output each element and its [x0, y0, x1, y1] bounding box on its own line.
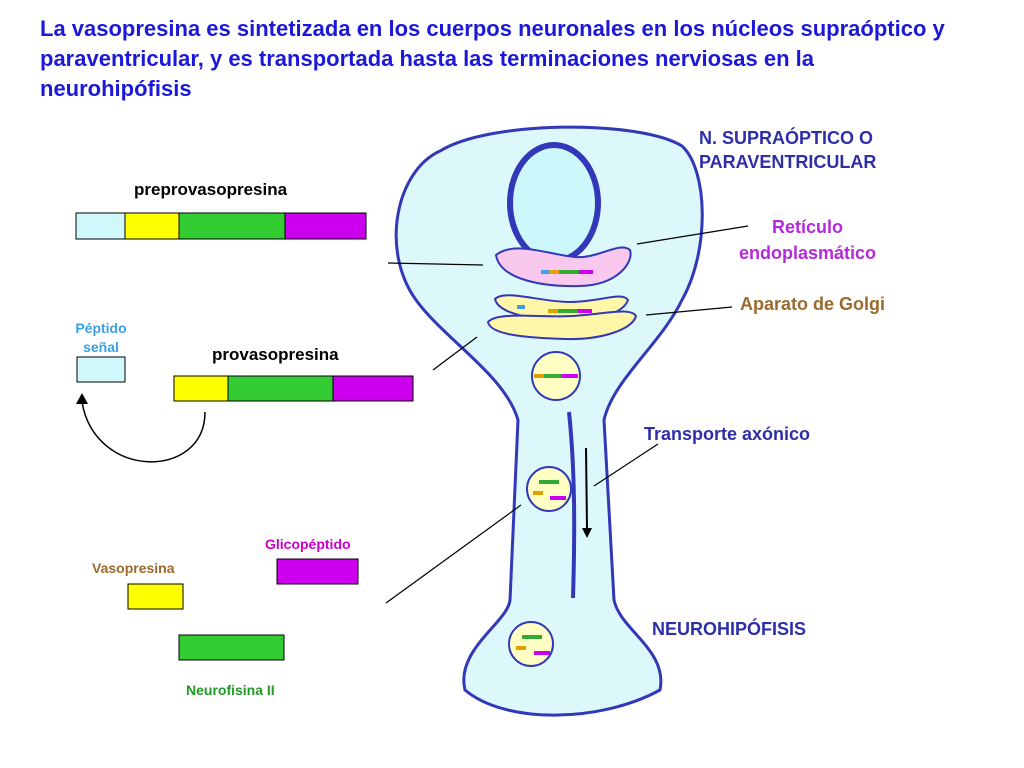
golgi-leader-line	[645, 306, 733, 316]
glycopeptide-label: Glicopéptido	[265, 536, 351, 552]
transport-arrow-line	[585, 447, 588, 529]
er-vasopressin-segment	[549, 270, 559, 274]
vesicle-2-neurophysin	[539, 480, 559, 484]
provasopressin-neurophysin-segment	[227, 375, 334, 402]
cleaved-products-leader-line	[385, 504, 522, 604]
leader-lines	[385, 225, 749, 604]
er-protein-segments	[541, 270, 593, 274]
provasopressin-glycopeptide-segment	[332, 375, 414, 402]
er-label-line-1: Retículo	[771, 217, 843, 237]
golgi-vasopressin-segment	[548, 309, 558, 313]
preprovasopressin-neurophysin-segment	[178, 212, 286, 240]
nucleus-label: N. SUPRAÓPTICO O PARAVENTRICULAR	[699, 126, 876, 174]
signal-peptide-label: Péptido señal	[61, 319, 141, 357]
vesicle-2-vasopressin	[533, 491, 543, 495]
signal-peptide-label-line-2: señal	[83, 339, 119, 355]
nucleus	[507, 142, 601, 264]
cleavage-arrow-curve	[81, 401, 206, 463]
vesicle-3-vasopressin	[516, 646, 526, 650]
neurophysin-label: Neurofisina II	[186, 682, 275, 698]
preprovasopressin-vasopressin-segment	[124, 212, 180, 240]
signal-peptide-box	[76, 356, 126, 383]
transport-arrow-head	[582, 528, 592, 538]
golgi-glycopeptide-segment	[578, 309, 592, 313]
vasopressin-label: Vasopresina	[92, 560, 175, 576]
neurophysin-box	[178, 634, 285, 661]
er-label: Retículo endoplasmático	[720, 214, 895, 266]
vesicle-1-vasopressin	[534, 374, 544, 378]
vesicle-2-glycopeptide	[550, 496, 566, 500]
provasopressin-bar	[173, 375, 414, 402]
er-signal-segment	[541, 270, 549, 274]
er-label-line-2: endoplasmático	[738, 243, 877, 263]
golgi-protein-segments	[517, 305, 592, 313]
signal-peptide-cleavage-arrow	[76, 393, 206, 463]
axonal-transport-leader-line	[593, 443, 659, 487]
er-glycopeptide-segment	[579, 270, 593, 274]
preprovasopressin-bar	[75, 212, 367, 240]
preprovasopressin-signal-peptide-segment	[75, 212, 126, 240]
secretory-vesicle-2	[526, 466, 572, 512]
diagram-title: La vasopresina es sintetizada en los cue…	[40, 16, 945, 101]
vesicle-1-neurophysin	[544, 374, 562, 378]
er-leader-line	[636, 225, 749, 245]
axonal-transport-label: Transporte axónico	[644, 424, 811, 444]
golgi-signal-segment	[517, 305, 525, 309]
vasopressin-box	[127, 583, 184, 610]
secretory-vesicle-3	[508, 621, 554, 667]
neuron-cell-body	[394, 125, 704, 717]
endoplasmic-reticulum	[494, 246, 632, 288]
golgi-label: Aparato de Golgi	[740, 294, 886, 314]
cleavage-arrow-head	[76, 393, 88, 404]
provasopressin-vasopressin-segment	[173, 375, 229, 402]
vesicle-1-glycopeptide	[562, 374, 578, 378]
nucleus-label-line-1: N. SUPRAÓPTICO O	[699, 128, 874, 148]
provasopressin-leader-line	[432, 336, 478, 371]
transport-arrow	[582, 447, 592, 538]
vesicle-3-neurophysin	[522, 635, 542, 639]
preprovasopressin-label: preprovasopresina	[134, 180, 288, 199]
preprovasopressin-leader-line	[387, 262, 484, 266]
neurohypophysis-label: NEUROHIPÓFISIS	[652, 619, 807, 639]
axonal-microtubule	[567, 411, 577, 599]
golgi-layer-2	[486, 310, 638, 341]
glycopeptide-box	[276, 558, 359, 585]
vesicle-3-glycopeptide	[534, 651, 550, 655]
golgi-neurophysin-segment	[558, 309, 578, 313]
nucleus-label-line-2: PARAVENTRICULAR	[699, 152, 877, 172]
er-neurophysin-segment	[559, 270, 579, 274]
provasopressin-label: provasopresina	[212, 345, 339, 364]
signal-peptide-label-line-1: Péptido	[75, 320, 127, 336]
preprovasopressin-glycopeptide-segment	[284, 212, 367, 240]
